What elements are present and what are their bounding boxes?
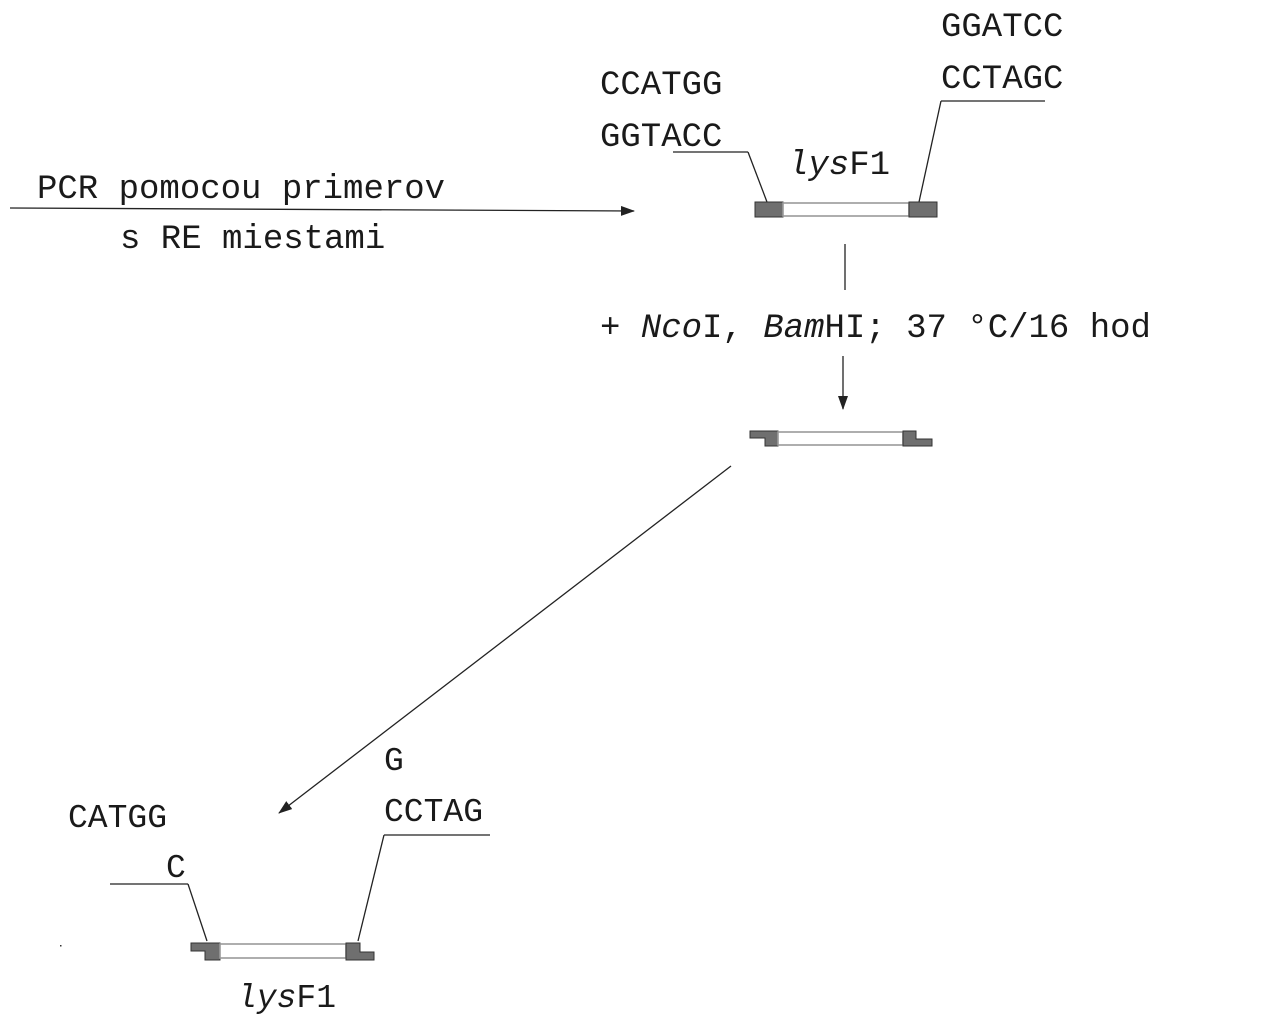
- left-site-leader: [747, 151, 768, 203]
- digested-fragment: [749, 430, 933, 447]
- left-site-bottom-sequence: GGTACC: [600, 119, 722, 157]
- ncoi-end-block: [754, 201, 784, 218]
- final-insert: [219, 943, 347, 959]
- gene-label-bottom-italic: lys: [237, 980, 296, 1017]
- enzyme1-italic: Nco: [641, 310, 702, 348]
- digestion-label: + NcoI, BamHI; 37 °C/16 hod: [600, 310, 1151, 348]
- lysf1-insert: [782, 202, 910, 217]
- enzyme2-suffix: HI; 37 °C/16 hod: [824, 310, 1150, 348]
- stray-dot: [60, 945, 62, 947]
- final-fragment: [190, 942, 375, 961]
- right-site-top-sequence: GGATCC: [941, 9, 1063, 47]
- pcr-label-line2: s RE miestami: [120, 221, 385, 259]
- enzyme1-suffix: I,: [702, 310, 763, 348]
- pcr-arrow: [9, 205, 635, 216]
- bamhi-end-block: [908, 201, 938, 218]
- gene-label-top-italic: lys: [788, 147, 849, 185]
- product-arrow: [278, 465, 732, 814]
- right-overhang-top-sequence: G: [384, 743, 404, 780]
- gene-label-top-suffix: F1: [849, 147, 890, 185]
- digested-right-sticky-end: [902, 430, 933, 447]
- digested-left-sticky-end: [749, 430, 779, 447]
- final-left-sticky-end: [190, 942, 221, 961]
- pcr-product-fragment: [754, 201, 938, 218]
- right-site-bottom-sequence: CCTAGC: [941, 61, 1063, 99]
- right-site-leader: [918, 100, 942, 203]
- digested-insert: [777, 431, 904, 446]
- pcr-label-line1: PCR pomocou primerov: [37, 171, 445, 209]
- enzyme2-italic: Bam: [763, 310, 824, 348]
- gene-label-bottom: lysF1: [237, 980, 336, 1017]
- gene-label-top: lysF1: [788, 147, 890, 185]
- left-site-top-sequence: CCATGG: [600, 67, 722, 105]
- right-overhang-leader: [357, 834, 385, 942]
- left-overhang-bottom-sequence: C: [166, 850, 186, 887]
- left-overhang-top-sequence: CATGG: [68, 800, 167, 837]
- final-right-sticky-end: [345, 942, 375, 961]
- right-overhang-bottom-sequence: CCTAG: [384, 794, 483, 831]
- gene-label-bottom-suffix: F1: [296, 980, 336, 1017]
- digestion-plus: +: [600, 310, 641, 348]
- left-overhang-leader: [187, 883, 208, 942]
